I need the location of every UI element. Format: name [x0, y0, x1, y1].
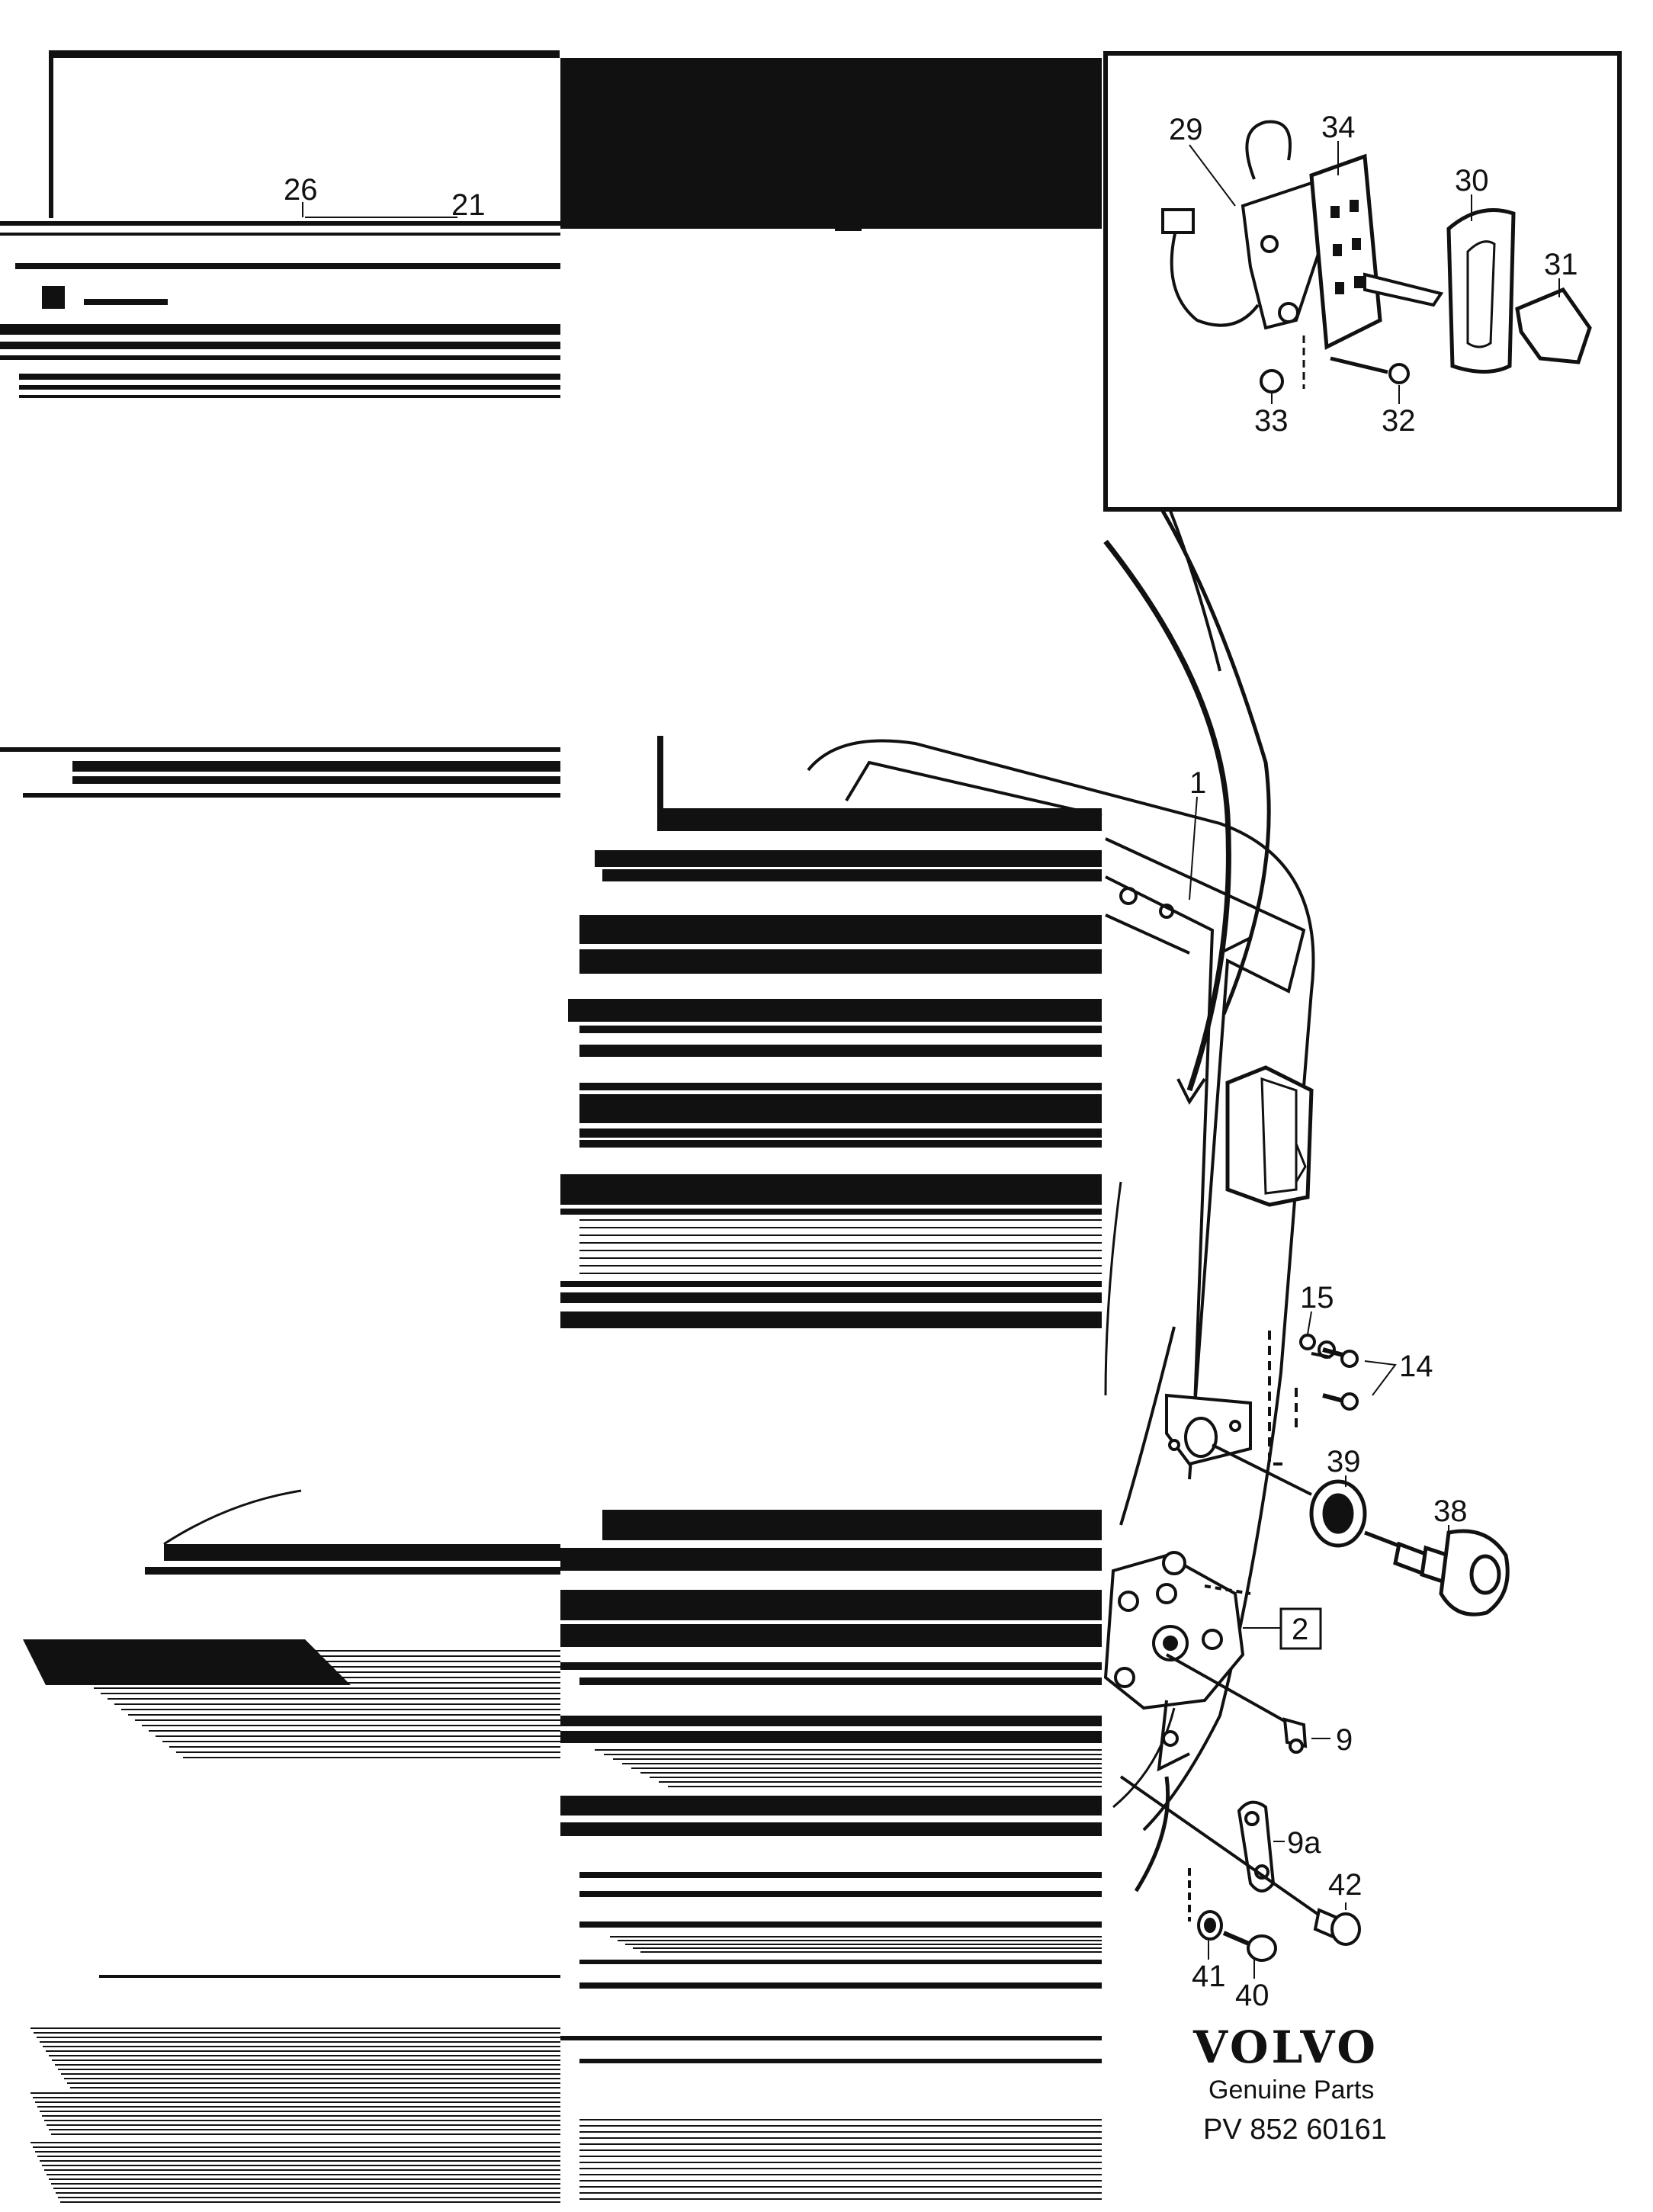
callout-2-box — [1279, 1607, 1322, 1650]
callout-39: 39 — [1327, 1445, 1361, 1478]
callout-14: 14 — [1399, 1350, 1433, 1383]
link-9a — [1119, 1775, 1324, 1919]
callout-9: 9 — [1336, 1723, 1353, 1757]
genuine-parts-label: Genuine Parts — [1208, 2076, 1374, 2104]
callout-32: 32 — [1382, 404, 1416, 438]
lever-bracket — [1165, 1393, 1312, 1496]
scan-artifacts-left — [0, 50, 560, 798]
callout-21: 21 — [451, 188, 486, 222]
halftone-lines — [30, 1219, 1102, 2203]
callout-41: 41 — [1192, 1960, 1226, 1993]
scan-artifacts-middle — [560, 58, 1102, 2063]
seat-back-frame — [807, 739, 1315, 1893]
knob-38 — [1393, 1529, 1510, 1616]
callout-15: 15 — [1300, 1281, 1334, 1315]
callout-leaders — [302, 202, 1449, 1979]
callout-29: 29 — [1169, 113, 1203, 146]
brand-footer: VOLVO Genuine Parts PV 852 60161 — [1192, 2021, 1387, 2146]
screws-14-15 — [1268, 1331, 1359, 1466]
callout-42: 42 — [1328, 1868, 1363, 1902]
frame-switch-housing — [1225, 1065, 1314, 1207]
recliner-mechanism — [1103, 1551, 1251, 1772]
bolt-42 — [1313, 1908, 1361, 1946]
callout-labels: 26 21 29 34 30 31 33 32 1 15 14 39 38 2 … — [284, 111, 1578, 2012]
detail-arrow — [1103, 509, 1271, 1105]
callout-26: 26 — [284, 173, 318, 207]
callout-40: 40 — [1235, 1979, 1269, 2012]
callout-30: 30 — [1455, 164, 1489, 197]
callout-1: 1 — [1189, 766, 1206, 800]
callout-9a: 9a — [1287, 1826, 1321, 1860]
part-number: PV 852 60161 — [1203, 2114, 1387, 2146]
scan-artifacts-left-lower — [23, 1489, 560, 1978]
bushing-39 — [1309, 1479, 1415, 1554]
inset-detail-box — [1103, 51, 1622, 512]
callout-33: 33 — [1254, 404, 1289, 438]
washer-41-bolt-40 — [1188, 1868, 1277, 1962]
screw-9 — [1166, 1653, 1308, 1754]
callout-31: 31 — [1544, 248, 1578, 281]
callout-34: 34 — [1321, 111, 1356, 144]
callout-38: 38 — [1433, 1494, 1468, 1528]
volvo-logo: VOLVO — [1192, 2021, 1379, 2073]
callout-2: 2 — [1292, 1613, 1308, 1646]
